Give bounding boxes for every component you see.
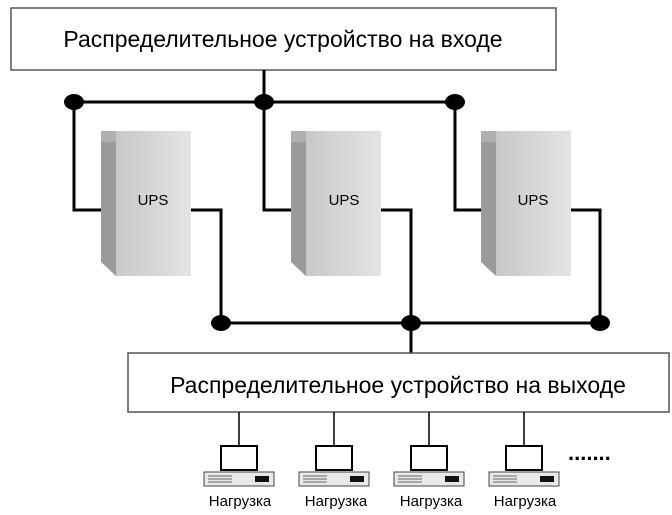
- ups-unit: UPS: [101, 131, 191, 276]
- junction-dot: [64, 94, 84, 110]
- junction-dot: [211, 315, 231, 331]
- ups-label: UPS: [138, 192, 169, 209]
- load-label: Нагрузка: [305, 493, 368, 510]
- ups-unit: UPS: [291, 131, 381, 276]
- junction-dot: [401, 315, 421, 331]
- computer-icon: [488, 412, 560, 487]
- load-3: Нагрузка: [393, 412, 465, 510]
- ups-label: UPS: [518, 192, 549, 209]
- output-junction-dots: [211, 315, 610, 331]
- computer-icon: [203, 412, 275, 487]
- ups-unit: UPS: [481, 131, 571, 276]
- computer-icon: [393, 412, 465, 487]
- load-1: Нагрузка: [203, 412, 275, 510]
- input-distribution-board: Распределительное устройство на входе: [10, 7, 557, 71]
- input-junction-dots: [64, 94, 465, 110]
- junction-dot: [254, 94, 274, 110]
- load-4: Нагрузка: [488, 412, 560, 510]
- junction-dot: [445, 94, 465, 110]
- output-board-label: Распределительное устройство на выходе: [170, 372, 626, 398]
- load-label: Нагрузка: [400, 493, 463, 510]
- load-2: Нагрузка: [298, 412, 370, 510]
- computer-icon: [298, 412, 370, 487]
- input-board-label: Распределительное устройство на входе: [63, 26, 502, 52]
- load-label: Нагрузка: [494, 493, 557, 510]
- continuation-ellipsis: .......: [568, 440, 611, 465]
- load-label: Нагрузка: [209, 493, 272, 510]
- ups-label: UPS: [329, 192, 360, 209]
- junction-dot: [590, 315, 610, 331]
- output-distribution-board: Распределительное устройство на выходе: [127, 352, 670, 413]
